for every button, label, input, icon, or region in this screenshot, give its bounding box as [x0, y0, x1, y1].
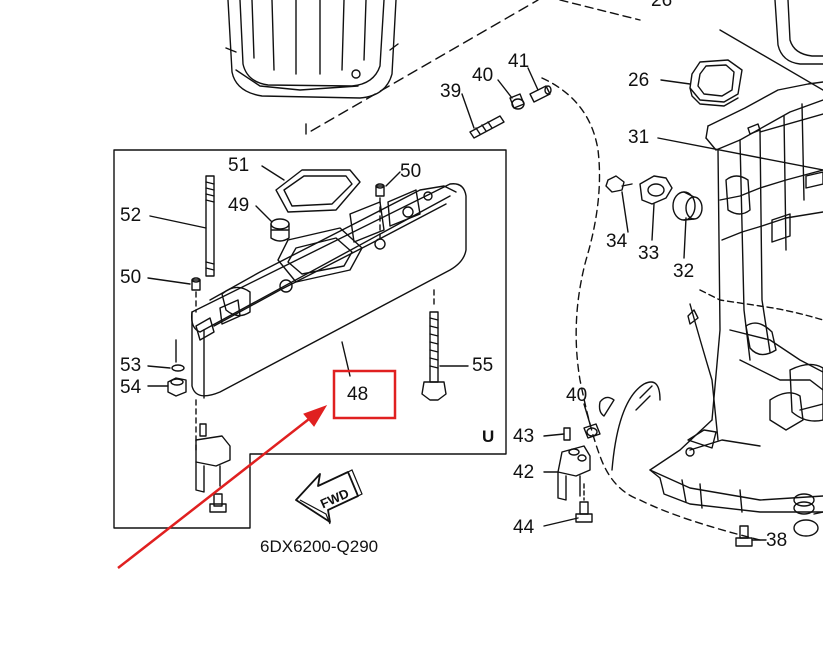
part-label-54: 54	[120, 377, 142, 398]
bolt-44	[575, 483, 593, 523]
part-label-43: 43	[513, 426, 535, 447]
part-label-52: 52	[120, 205, 142, 226]
part-label-44: 44	[513, 517, 535, 538]
part-label-55: 55	[472, 355, 494, 376]
part-label-41: 41	[508, 51, 530, 72]
part-label-40-lower: 40	[566, 385, 588, 406]
part-label-31: 31	[628, 127, 650, 148]
upper-casing-fragment	[559, 0, 823, 91]
plate-26	[689, 59, 743, 107]
part-label-40: 40	[472, 65, 494, 86]
dowel-50-left	[191, 277, 201, 313]
leader-lines	[147, 67, 823, 541]
plug-49	[270, 218, 290, 242]
part-label-50-top: 50	[400, 161, 422, 182]
washer-53	[171, 339, 185, 372]
fwd-arrow: FWD	[295, 469, 363, 525]
highlight-arrow	[117, 411, 319, 569]
part-label-34: 34	[606, 231, 628, 252]
bolt-34	[605, 175, 633, 193]
bracket-lower-left	[195, 423, 231, 513]
bracket-42	[557, 445, 591, 501]
sensor-tip	[687, 309, 699, 325]
part-label-53: 53	[120, 355, 142, 376]
stud-52	[205, 175, 215, 277]
wire-dashed	[541, 77, 761, 541]
clip-40	[509, 93, 525, 110]
pin-43	[563, 427, 571, 441]
pin-41	[529, 85, 552, 103]
highlight-arrowhead	[303, 405, 328, 427]
part-label-49: 49	[228, 195, 250, 216]
pin-40-lower-body	[598, 396, 615, 417]
gasket-51	[275, 169, 361, 213]
grommet-32	[672, 191, 703, 221]
bolt-55	[421, 289, 447, 401]
gasket-33	[639, 175, 673, 205]
upper-casing	[649, 81, 823, 513]
exhaust-guide-48	[190, 183, 467, 399]
bolt-38	[735, 525, 753, 547]
sensor-lead	[689, 303, 719, 441]
pin-40-lower	[635, 385, 653, 411]
spring-parts	[793, 493, 823, 537]
highlight-box	[332, 369, 397, 420]
oil-pan-part	[225, 0, 399, 99]
part-label-39: 39	[440, 81, 462, 102]
dowel-50-top	[375, 183, 385, 243]
part-label-48: 48	[347, 384, 369, 405]
clip-40-lower	[583, 423, 601, 439]
wire-lead	[611, 381, 661, 471]
part-label-38: 38	[766, 530, 788, 551]
leader-dashed	[699, 289, 823, 321]
variant-mark: U	[482, 427, 495, 446]
diagram-code: 6DX6200-Q290	[260, 537, 379, 556]
exploded-view-box	[113, 149, 507, 529]
part-label-51: 51	[228, 155, 250, 176]
part-label-32: 32	[673, 261, 695, 282]
part-label-33: 33	[638, 243, 660, 264]
nut-54	[167, 377, 187, 397]
part-label-50-left: 50	[120, 267, 142, 288]
part-label-26: 26	[628, 70, 650, 91]
part-label-42: 42	[513, 462, 535, 483]
part-label-26-top: 26	[651, 0, 673, 11]
screw-39	[469, 115, 505, 139]
leader-dashed	[305, 0, 539, 135]
